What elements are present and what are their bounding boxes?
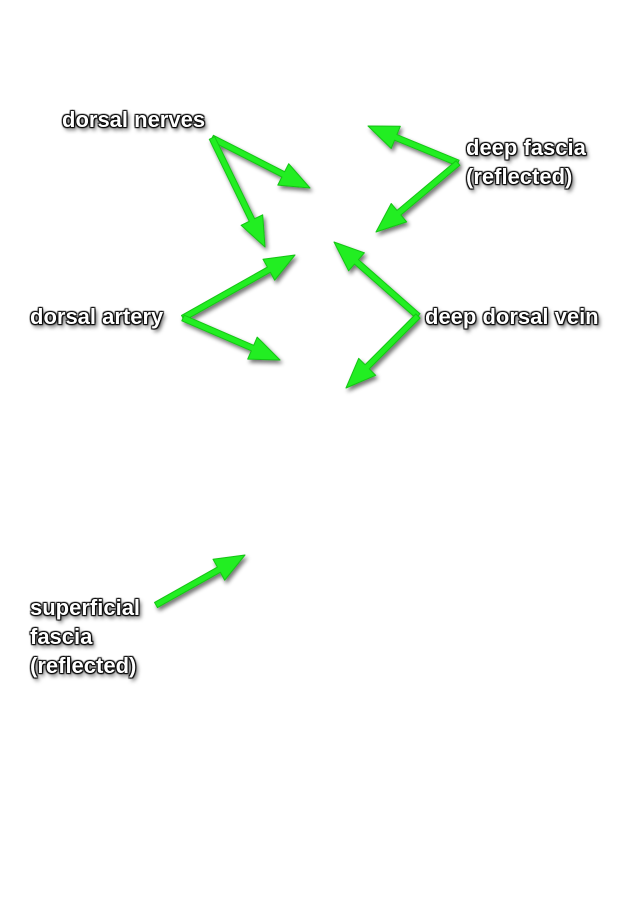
arrow-deep-dorsal-vein-lower bbox=[345, 313, 421, 389]
label-superficial-fascia-line-1: superficial bbox=[30, 595, 141, 620]
arrow-dorsal-artery-lower bbox=[181, 314, 281, 361]
arrow-dorsal-artery-upper bbox=[181, 254, 296, 322]
label-dorsal-artery-text: dorsal artery bbox=[30, 304, 164, 329]
label-superficial-fascia-line-2: fascia bbox=[30, 624, 93, 649]
arrow-deep-fascia-lower bbox=[375, 160, 461, 233]
label-deep-fascia-line-2: (reflected) bbox=[466, 164, 573, 189]
label-deep-fascia-line-1: deep fascia bbox=[466, 135, 586, 160]
label-deep-dorsal-vein: deep dorsal vein bbox=[425, 302, 599, 331]
label-superficial-fascia-line-3: (reflected) bbox=[30, 653, 137, 678]
label-dorsal-artery: dorsal artery bbox=[30, 302, 163, 331]
label-dorsal-nerves: dorsal nerves bbox=[62, 105, 205, 134]
label-deep-dorsal-vein-text: deep dorsal vein bbox=[425, 304, 599, 329]
arrow-dorsal-nerves-lower bbox=[208, 136, 266, 248]
arrow-deep-fascia-upper bbox=[367, 125, 460, 167]
label-superficial-fascia: superficial fascia (reflected) bbox=[30, 593, 140, 680]
arrow-dorsal-nerves-upper bbox=[210, 134, 311, 189]
arrow-superficial-fascia bbox=[154, 554, 246, 609]
arrow-deep-dorsal-vein-upper bbox=[333, 241, 421, 319]
label-deep-fascia: deep fascia (reflected) bbox=[466, 133, 586, 191]
label-dorsal-nerves-text: dorsal nerves bbox=[62, 107, 206, 132]
